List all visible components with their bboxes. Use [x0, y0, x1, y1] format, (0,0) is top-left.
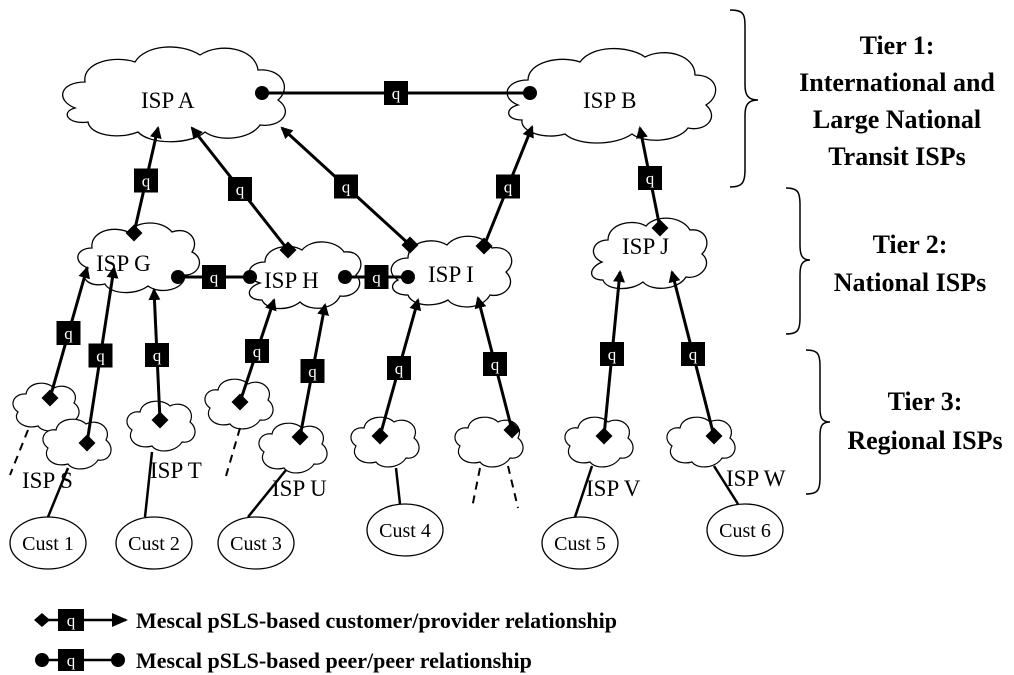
link-h-i: q: [338, 265, 415, 289]
cloud-isp-s: [42, 418, 112, 470]
svg-text:q: q: [142, 172, 151, 191]
tier-3-text: Tier 3: Regional ISPs: [847, 387, 1002, 455]
cloud-isp-w: [666, 416, 736, 468]
customer-6: Cust 6: [706, 503, 784, 557]
svg-text:q: q: [646, 169, 655, 188]
cloud-tier3-left: [12, 382, 80, 432]
svg-text:Tier 1:: Tier 1:: [860, 31, 935, 60]
customer-3-label: Cust 3: [230, 533, 282, 555]
svg-text:Large National: Large National: [813, 105, 981, 134]
customer-4-label: Cust 4: [379, 520, 431, 542]
svg-text:q: q: [236, 180, 245, 199]
link-tier3right-i: q: [474, 296, 521, 439]
customer-2-label: Cust 2: [128, 533, 180, 555]
link-s-cust1: [46, 467, 70, 518]
customer-3: Cust 3: [217, 516, 295, 570]
svg-text:National ISPs: National ISPs: [834, 268, 986, 297]
isp-g-label: ISP G: [96, 251, 151, 276]
link-tier3mid-h: q: [231, 298, 277, 411]
link-g-h: q: [171, 265, 257, 289]
cloud-cust4-isp: [350, 416, 420, 468]
svg-text:q: q: [504, 178, 513, 197]
link-v-j: q: [595, 270, 626, 445]
link-w-j: q: [668, 270, 723, 445]
svg-text:q: q: [689, 345, 698, 364]
isp-b-label: ISP B: [583, 88, 636, 113]
link-cust4: [394, 467, 402, 505]
svg-text:q: q: [308, 362, 317, 381]
customer-links: [46, 451, 740, 518]
link-u-h: q: [291, 303, 330, 446]
link-t-cust2: [143, 451, 154, 518]
svg-text:q: q: [153, 346, 162, 365]
cloud-isp-b: ISP B: [506, 47, 717, 144]
svg-text:International and: International and: [799, 68, 995, 97]
link-g-a: q: [125, 126, 162, 242]
link-t-g: q: [145, 288, 169, 429]
svg-text:Tier 3:: Tier 3:: [888, 387, 963, 416]
isp-a-label: ISP A: [141, 88, 195, 113]
isp-u-label: ISP U: [272, 476, 327, 501]
dashed-stubs: [9, 427, 519, 509]
isp-t-label: ISP T: [150, 458, 202, 483]
cloud-isp-h: ISP H: [248, 241, 362, 310]
svg-text:Tier 2:: Tier 2:: [873, 230, 948, 259]
svg-text:q: q: [253, 342, 262, 361]
link-i-a: q: [280, 126, 419, 254]
legend-customer-provider-text: Mescal pSLS-based customer/provider rela…: [136, 608, 617, 633]
customer-1: Cust 1: [9, 516, 87, 570]
link-a-b: q: [255, 81, 537, 105]
tier-braces: [729, 9, 831, 495]
svg-text:q: q: [64, 324, 73, 343]
svg-text:q: q: [372, 268, 381, 287]
svg-text:q: q: [608, 345, 617, 364]
legend-customer-provider-symbol: q: [34, 609, 128, 631]
tier-1-text: Tier 1: International and Large National…: [799, 31, 995, 171]
customer-2: Cust 2: [115, 516, 193, 570]
isp-i-label: ISP I: [428, 262, 474, 287]
cloud-isp-u: [258, 422, 328, 474]
tier-2-text: Tier 2: National ISPs: [834, 230, 986, 297]
svg-text:q: q: [210, 268, 219, 287]
svg-text:q: q: [96, 347, 105, 366]
isp-v-label: ISP V: [586, 476, 641, 501]
cloud-isp-j: ISP J: [590, 217, 708, 290]
cloud-isp-v: [564, 416, 634, 468]
svg-text:q: q: [392, 84, 401, 103]
customer-4: Cust 4: [366, 503, 444, 557]
isp-j-label: ISP J: [622, 234, 669, 259]
legend-peer-peer-text: Mescal pSLS-based peer/peer relationship: [136, 648, 532, 673]
svg-text:Regional ISPs: Regional ISPs: [847, 426, 1002, 455]
svg-text:q: q: [67, 611, 76, 630]
link-s-g: q: [78, 266, 119, 452]
link-cust4isp-i: q: [371, 298, 422, 445]
svg-text:Transit ISPs: Transit ISPs: [828, 142, 966, 171]
customer-5-label: Cust 5: [554, 533, 606, 555]
svg-text:q: q: [395, 359, 404, 378]
link-w-cust6: [712, 465, 740, 505]
customer-6-label: Cust 6: [719, 520, 771, 542]
links-layer: q q q q q q q q q q q q q q q q q: [41, 81, 723, 452]
link-j-b: q: [636, 126, 669, 237]
customer-5: Cust 5: [541, 516, 619, 570]
link-h-a: q: [190, 126, 297, 259]
cloud-isp-a: ISP A: [62, 46, 286, 143]
legend-peer-peer-symbol: q: [35, 649, 125, 671]
isp-w-label: ISP W: [726, 466, 786, 491]
svg-text:q: q: [342, 178, 351, 197]
isp-h-label: ISP H: [264, 268, 319, 293]
customer-1-label: Cust 1: [22, 533, 74, 555]
svg-text:q: q: [491, 355, 500, 374]
link-u-cust3: [247, 469, 287, 518]
svg-text:q: q: [67, 651, 76, 670]
link-i-b: q: [475, 125, 534, 255]
isp-s-label: ISP S: [22, 468, 73, 493]
link-v-cust5: [573, 465, 594, 518]
